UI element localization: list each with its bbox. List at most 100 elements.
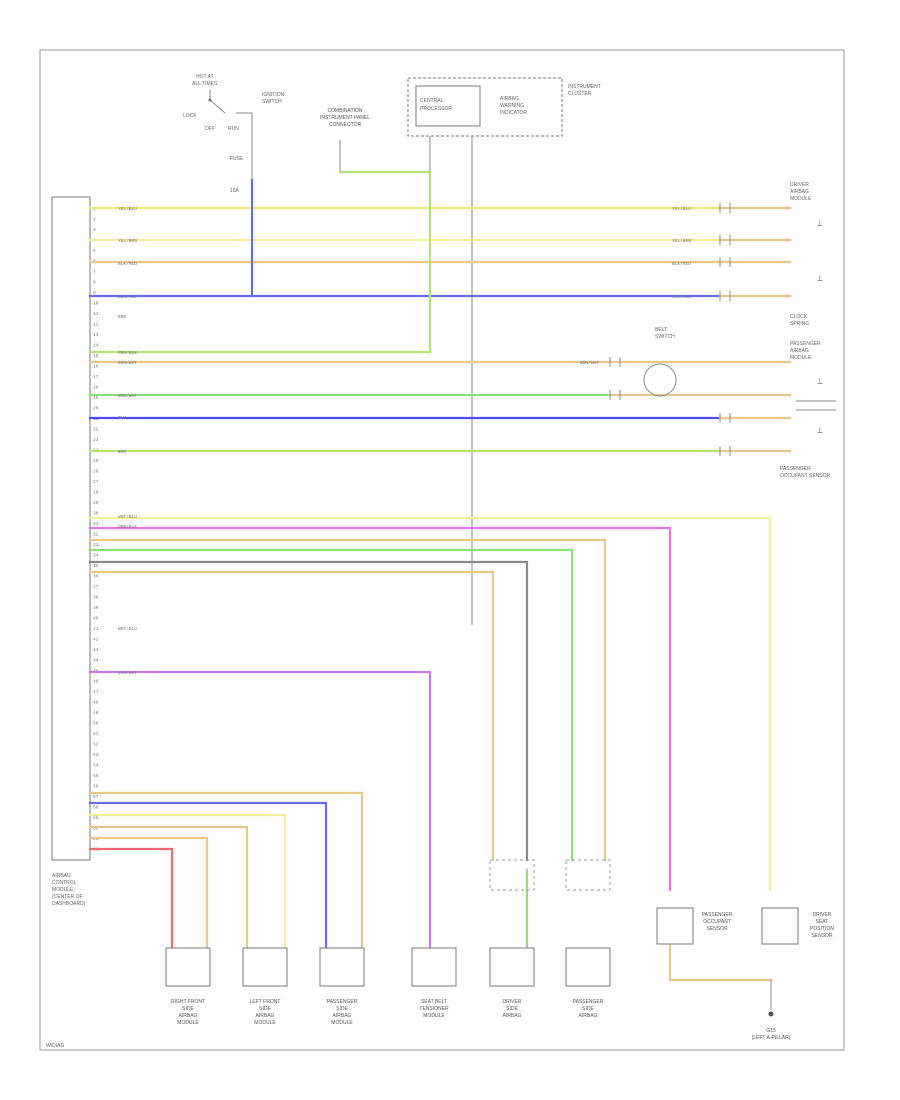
airbag-symbol-3: ⊥	[817, 377, 824, 386]
module-pin: 44	[93, 658, 99, 664]
wire-label-5: BRN	[118, 314, 126, 320]
fuse-label-1: FUSE	[230, 156, 244, 162]
driver-airbag-label-2: AIRBAG	[790, 189, 809, 195]
module-pin: 3	[93, 227, 96, 233]
bottom-component-label: AIRBAG	[503, 1013, 522, 1019]
module-pin: 58	[93, 805, 99, 811]
bottom-component-box[interactable]	[411, 947, 457, 987]
driver-airbag-label-1: DRIVER	[790, 182, 809, 188]
module-label-line-1: AIRBAG	[52, 873, 71, 879]
cluster-processor-1: CENTRAL	[420, 98, 444, 104]
cluster-indicator-3: INDICATOR	[500, 110, 527, 116]
wire-label-8: BLU	[118, 415, 126, 421]
airbag-control-module[interactable]	[51, 196, 91, 861]
module-pin: 13	[93, 332, 99, 338]
airbag-symbol-2: ⊥	[817, 274, 824, 283]
bottom-component-label: AIRBAG	[579, 1013, 598, 1019]
bottom-component-label: RIGHT FRONT	[171, 999, 205, 1005]
instrument-cluster[interactable]: CENTRAL PROCESSOR AIRBAG WARNING INDICAT…	[407, 77, 601, 625]
bottom-component-box[interactable]	[489, 947, 535, 987]
airbag-symbol-4: ⊥	[817, 426, 824, 435]
module-pin: 26	[93, 469, 99, 475]
bottom-component-label: PASSENGER	[702, 912, 733, 918]
module-pin: 47	[93, 689, 99, 695]
contact-off: OFF	[205, 126, 215, 132]
module-pin: 42	[93, 637, 99, 643]
passenger-airbag-label-2: AIRBAG	[790, 348, 809, 354]
module-pin: 7	[93, 269, 96, 275]
module-pin: 16	[93, 364, 99, 370]
bottom-component-box[interactable]	[319, 947, 365, 987]
module-pin: 32	[93, 532, 99, 538]
bottom-component-label: MODULE	[423, 1013, 445, 1019]
wire-4	[88, 178, 254, 298]
bottom-component-label: AIRBAG	[256, 1013, 275, 1019]
ignition-label-2: SWITCH	[262, 99, 282, 105]
bottom-component-label: AIRBAG	[333, 1013, 352, 1019]
wire-label-1r: YEL/BLU	[672, 206, 691, 212]
wire-18	[88, 791, 364, 950]
bottom-component-label: TENSIONER	[419, 1006, 449, 1012]
wire-13	[88, 538, 607, 862]
bottom-component-label: POSITION	[810, 926, 834, 932]
module-pin: 40	[93, 616, 99, 622]
bottom-component-label: SEAT	[816, 919, 829, 925]
bottom-component-label: LEFT FRONT	[250, 999, 281, 1005]
module-label-line-3: MODULE	[52, 887, 74, 893]
bottom-component-box[interactable]	[242, 947, 288, 987]
belt-switch-label-1: BELT	[655, 327, 667, 333]
wire-label-6: GRN/BLK	[118, 350, 137, 356]
occupant-label-2: OCCUPANT SENSOR	[780, 473, 830, 479]
cluster-processor-2: PROCESSOR	[420, 106, 452, 112]
module-pin: 30	[93, 511, 99, 517]
wire-label-7b: BRN/WHT	[118, 393, 137, 399]
wire-label-12: WHT/BLU	[118, 626, 137, 632]
bottom-component-label: SIDE	[582, 1006, 594, 1012]
bottom-component-box[interactable]	[565, 947, 611, 987]
module-pin: 19	[93, 395, 99, 401]
module-pin: 39	[93, 605, 99, 611]
bottom-component-label: MODULE	[254, 1020, 276, 1026]
wire-23	[88, 847, 174, 950]
module-pin: 12	[93, 322, 99, 328]
bottom-sensor-box[interactable]	[761, 907, 799, 945]
wire-label-2: YEL/BRN	[118, 238, 137, 244]
wire-16	[88, 570, 495, 862]
module-pin: 23	[93, 437, 99, 443]
module-pin: 54	[93, 763, 99, 769]
data-link-connector[interactable]: COMBINATION INSTRUMENT PANEL CONNECTOR	[320, 108, 370, 172]
module-pin: 29	[93, 500, 99, 506]
driver-airbag-label-3: MODULE	[790, 196, 812, 202]
module-pin: 57	[93, 794, 99, 800]
module-pin: 11	[93, 311, 99, 317]
module-label: AIRBAG CONTROL MODULE (CENTER OF DASHBOA…	[52, 873, 86, 907]
module-pin: 2	[93, 217, 96, 223]
footer-id: W/DIAG	[46, 1043, 64, 1049]
module-pin: 51	[93, 731, 99, 737]
bottom-component-label: SIDE	[336, 1006, 348, 1012]
wire-label-7: BRN/WHT	[118, 360, 137, 366]
module-pin: 25	[93, 458, 99, 464]
cluster-label-1: INSTRUMENT	[568, 84, 601, 90]
module-pin: 33	[93, 542, 99, 548]
module-pin: 41	[93, 626, 99, 632]
wire-6	[88, 170, 432, 354]
bottom-component-label: AIRBAG	[179, 1013, 198, 1019]
bottom-component-label: PASSENGER	[573, 999, 604, 1005]
module-pin: 27	[93, 479, 99, 485]
connector-circle	[643, 363, 677, 397]
module-pin: 49	[93, 710, 99, 716]
bottom-component-box[interactable]	[165, 947, 211, 987]
module-pin: 28	[93, 490, 99, 496]
module-pin: 17	[93, 374, 99, 380]
wire-color-labels: YEL/BLU YEL/BLU YEL/BRN YEL/BRN BLK/RED …	[118, 206, 691, 676]
wire-harness	[88, 170, 792, 982]
bottom-component-label: SIDE	[506, 1006, 518, 1012]
module-pin: 9	[93, 290, 96, 296]
wire-15	[88, 560, 529, 862]
bottom-sensor-box[interactable]	[656, 907, 694, 945]
module-pin: 43	[93, 647, 99, 653]
module-pin: 52	[93, 742, 99, 748]
